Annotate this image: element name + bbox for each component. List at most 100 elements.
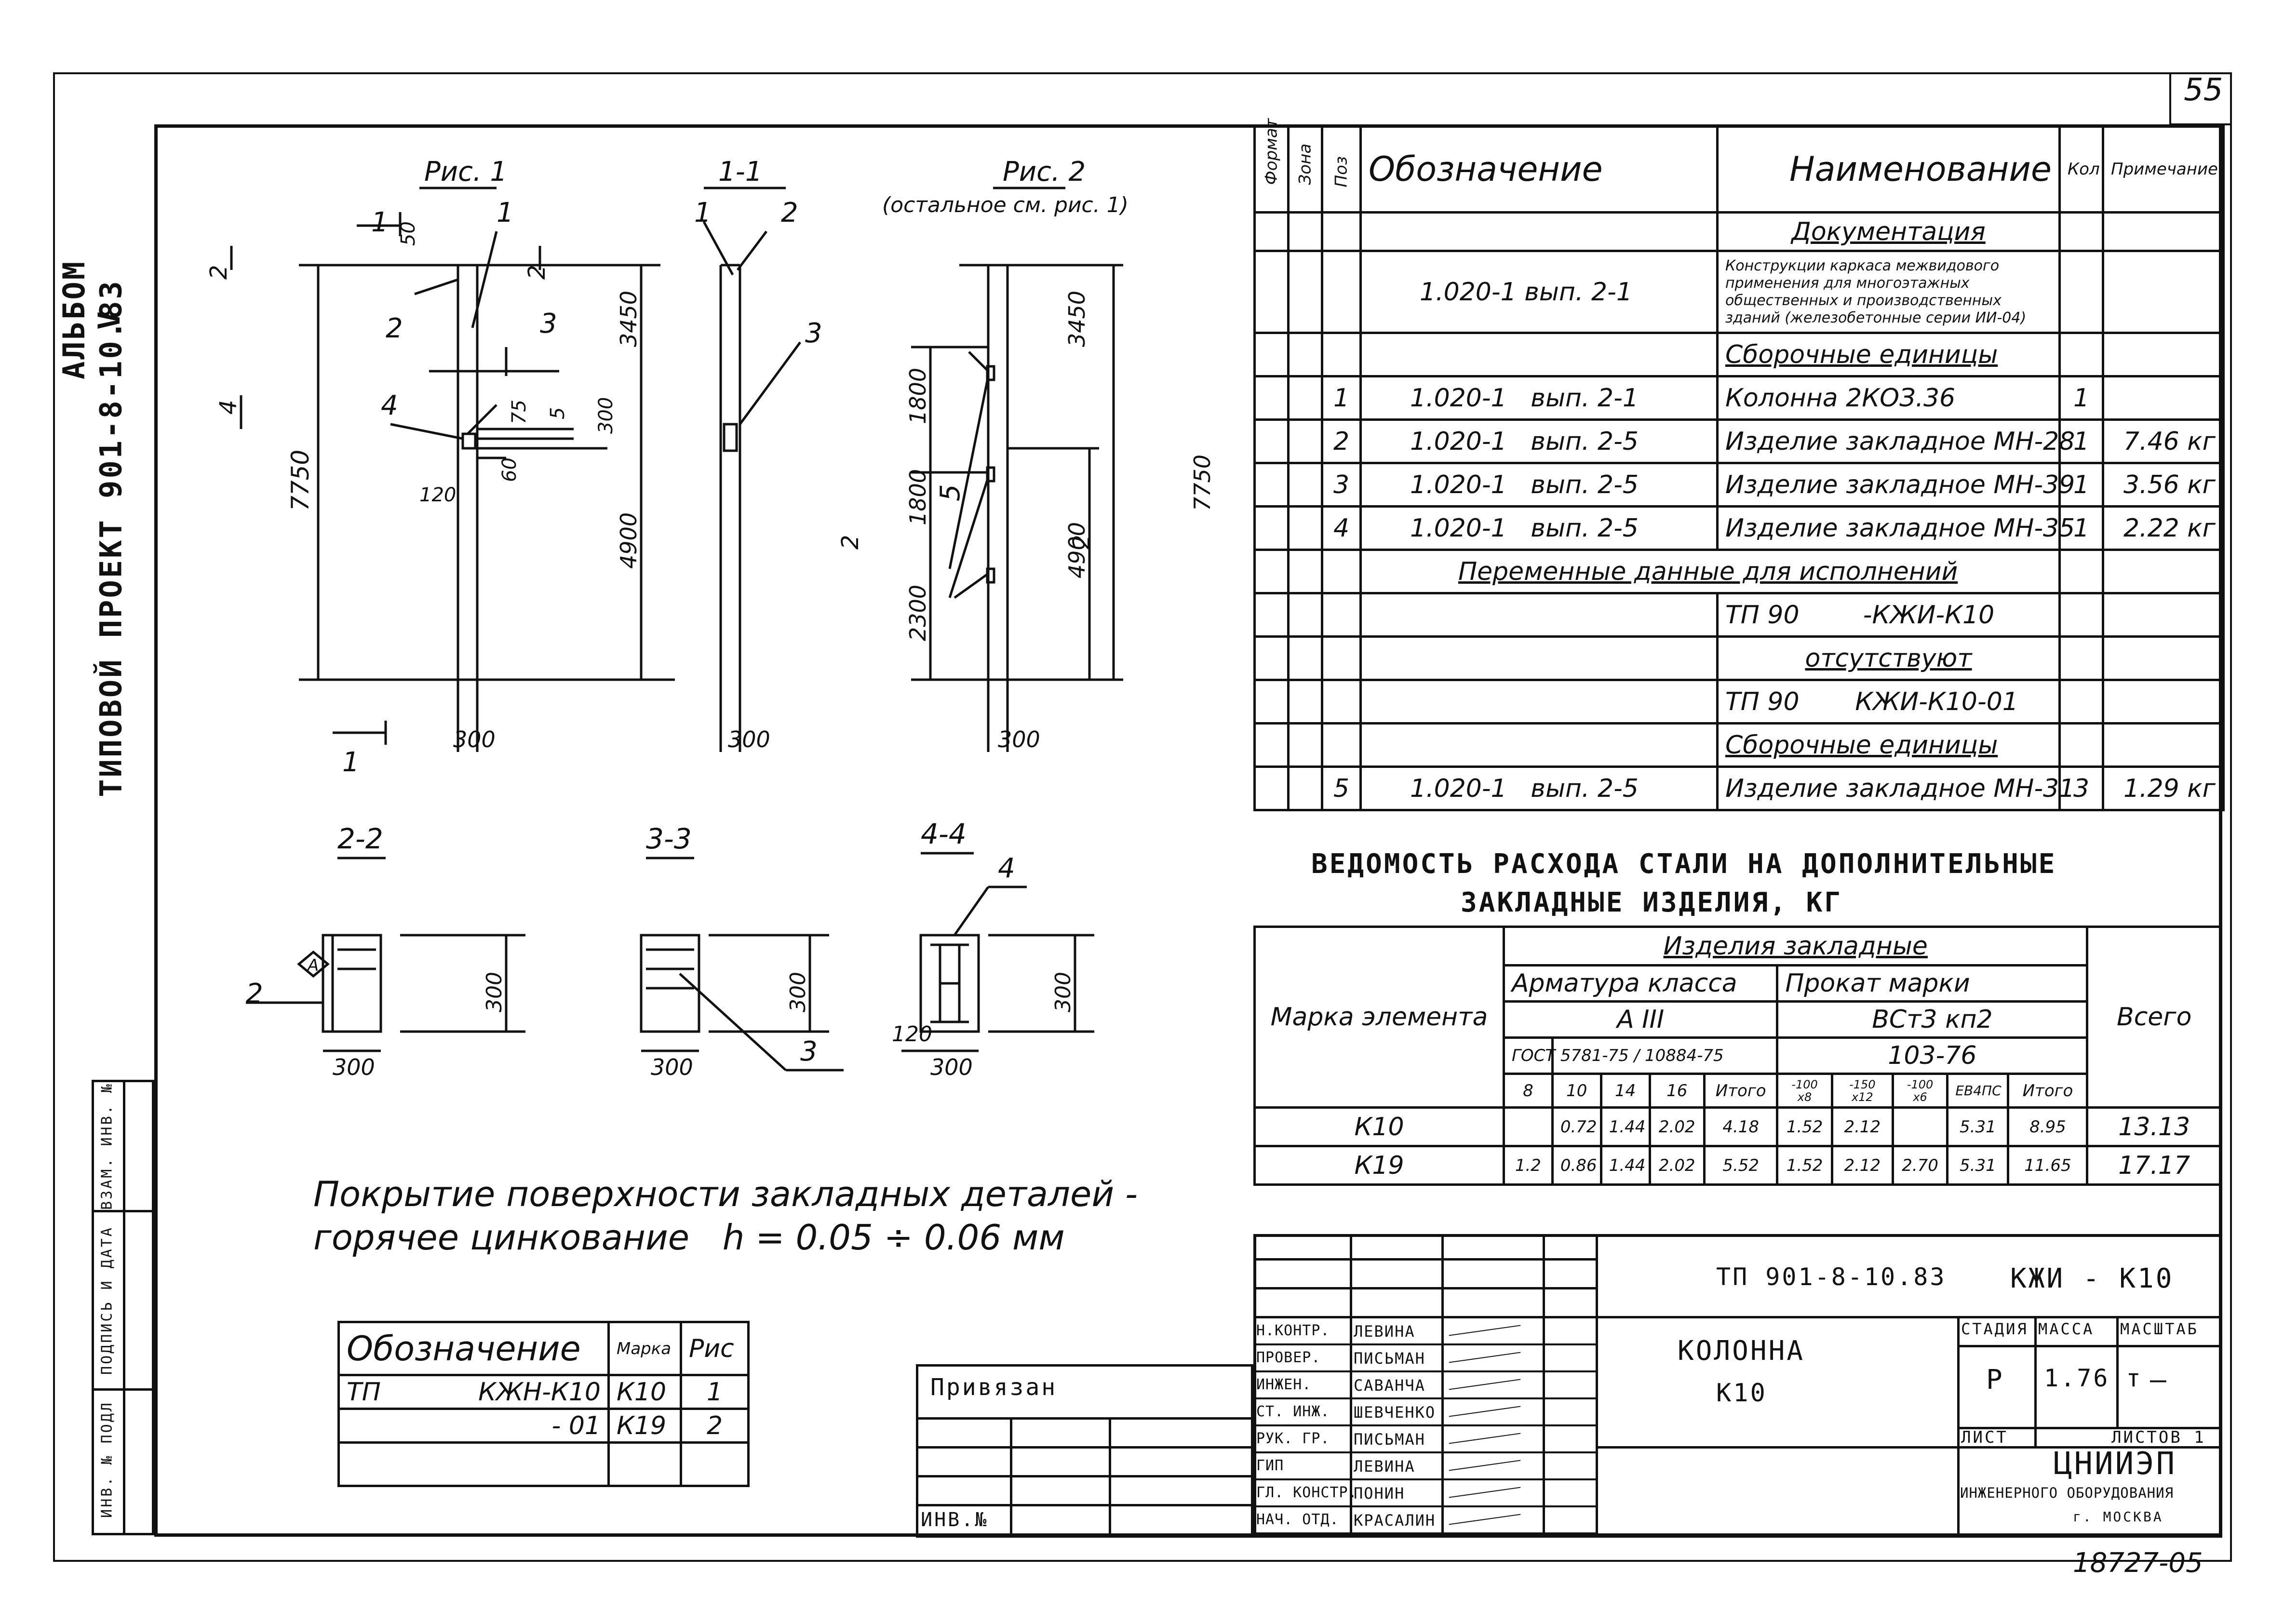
variants-header-designation: Обозначение (337, 1321, 610, 1376)
spec-row-qty: 1 (2058, 462, 2104, 508)
dim-120-sec44: 120 (892, 1022, 932, 1047)
spec-header-zone: Зона (1287, 124, 1323, 214)
spec-row-name: Изделие закладное МН-35 (1716, 505, 2075, 551)
left-strip-h1 (92, 1210, 154, 1212)
callout-2-sec22: 2 (246, 978, 263, 1009)
spec-header-name: Наименование (1716, 124, 2061, 214)
title-block (1253, 1234, 2222, 1538)
section-mark-1-top: 1 (371, 207, 389, 238)
steel-header-gost: ГОСТ (1502, 1036, 1555, 1075)
spec-row-name: Изделие закладное МН-28 (1716, 418, 2075, 464)
variants-row-mark: К19 (607, 1408, 682, 1444)
tb-element-mark: К10 (1716, 1379, 1767, 1408)
tb-person-role: ГЛ. КОНСТР. (1256, 1484, 1357, 1501)
dim-300-sec22-w: 300 (333, 1054, 375, 1080)
tb-person-role: ГИП (1256, 1457, 1284, 1474)
spec-row-designation: 1.020-1 вып. 2-5 (1359, 505, 1719, 551)
tb-sheets-label: ЛИСТОВ 1 (2111, 1428, 2206, 1447)
binding-h4 (916, 1504, 1253, 1506)
steel-col-header: -150 х12 (1830, 1073, 1894, 1109)
dim-75-fig1: 75 (508, 400, 530, 424)
tb-v-name (1441, 1234, 1444, 1538)
spec-row-section: Сборочные единицы (1716, 332, 2061, 377)
tb-mass-label: МАССА (2038, 1320, 2095, 1338)
tb-series: КЖИ - К10 (2010, 1263, 2174, 1294)
dim-60-fig1: 60 (498, 457, 521, 482)
variants-row-code: - 01 (337, 1408, 610, 1444)
tb-v-role (1350, 1234, 1352, 1538)
steel-col-header: -100 х6 (1891, 1073, 1949, 1109)
dim-7750-fig1: 7750 (286, 450, 314, 511)
section-mark-2-fig2-right: 2 (1068, 535, 1095, 550)
tb-person-name: ПИСЬМАН (1354, 1430, 1425, 1449)
steel-cell: 2.02 (1648, 1106, 1706, 1147)
tb-person-name: ПИСЬМАН (1354, 1349, 1425, 1368)
section-1-1-title: 1-1 (718, 156, 762, 188)
steel-header-vst: ВСт3 кп2 (1776, 1000, 2089, 1039)
steel-header-total: Всего (2086, 926, 2222, 1109)
steel-col-header: 8 (1502, 1073, 1554, 1109)
tb-person-role: ПРОВЕР. (1256, 1349, 1321, 1366)
callout-4-sec44: 4 (998, 853, 1015, 884)
tb-person-role: Н.КОНТР. (1256, 1322, 1330, 1339)
spec-row-pos: 1 (1321, 375, 1362, 421)
spec-header-note: Примечание (2102, 124, 2225, 214)
dim-120-fig1: 120 (419, 484, 456, 506)
steel-row-total: 13.13 (2086, 1106, 2222, 1147)
spec-header-designation: Обозначение (1359, 124, 1719, 214)
tb-scale: — (2150, 1364, 2168, 1396)
spec-row-section: отсутствуют (1716, 635, 2061, 681)
spec-row-designation: 1.020-1 вып. 2-5 (1359, 462, 1719, 508)
tb-person-row: Н.КОНТР.ЛЕВИНА (1253, 1318, 1596, 1345)
left-strip-label-2: ПОДПИСЬ И ДАТА (98, 1226, 116, 1375)
tb-person-name: ШЕВЧЕНКО (1354, 1403, 1436, 1422)
tb-org-sub: ИНЖЕНЕРНОГО ОБОРУДОВАНИЯ (1960, 1485, 2174, 1501)
fig1-title: Рис. 1 (424, 156, 507, 188)
tb-v-date (1596, 1234, 1598, 1538)
steel-cell: 1.2 (1502, 1145, 1554, 1186)
steel-table: Марка элемента Изделия закладные Всего А… (1253, 926, 2222, 1186)
steel-col-header: Итого (2007, 1073, 2089, 1109)
tb-person-name: КРАСАЛИН (1354, 1511, 1436, 1530)
spec-row-pos: 2 (1321, 418, 1362, 464)
tb-code: ТП 901-8-10.83 (1716, 1263, 1947, 1291)
callout-2-sec11: 2 (781, 197, 798, 228)
tb-person-signature (1449, 1352, 1521, 1363)
steel-col-header: Итого (1703, 1073, 1779, 1109)
steel-col-header: 10 (1551, 1073, 1602, 1109)
tb-person-name: САВАНЧА (1354, 1376, 1425, 1395)
binding-inv-label: ИНВ.№ (921, 1509, 989, 1531)
spec-row-name: Изделие закладное МН-39 (1716, 462, 2075, 508)
tb-person-signature (1449, 1460, 1521, 1471)
tb-h-top1 (1253, 1258, 1596, 1261)
spec-header-qty: Кол (2058, 124, 2104, 214)
spec-row-designation: 1.020-1 вып. 2-5 (1359, 418, 1719, 464)
spec-row-designation: 1.020-1 вып. 2-5 (1359, 765, 1719, 811)
steel-header-gost2: 103-76 (1776, 1036, 2089, 1075)
section-4-4-title: 4-4 (921, 818, 967, 850)
callout-4-fig1: 4 (381, 390, 398, 421)
steel-col-header: ЕВ4ПС (1946, 1073, 2010, 1109)
tb-person-row: ПРОВЕР. ПИСЬМАН (1253, 1345, 1596, 1372)
section-3-3-title: 3-3 (646, 822, 692, 855)
steel-cell: 0.86 (1551, 1145, 1602, 1186)
steel-cell: 8.95 (2007, 1106, 2089, 1147)
dim-2300-fig2: 2300 (905, 585, 931, 641)
spec-row-qty: 3 (2058, 765, 2104, 811)
spec-row-qty: 1 (2058, 375, 2104, 421)
binding-h1 (916, 1417, 1253, 1420)
steel-header-rolled: Прокат марки (1776, 964, 2089, 1003)
album-label: АЛЬБОМ V (56, 260, 127, 379)
dim-300-sec44-h: 300 (1051, 972, 1075, 1012)
tb-mass: 1.76 т (2044, 1364, 2143, 1392)
callout-3-sec11: 3 (805, 318, 822, 349)
section-2-2-title: 2-2 (337, 822, 383, 855)
tb-element-name: КОЛОННА (1678, 1335, 1805, 1367)
variants-row-mark: К10 (607, 1374, 682, 1410)
spec-row-name: Изделие закладное МН-31 (1716, 765, 2075, 811)
variants-row-prefix: ТП (347, 1377, 381, 1407)
spec-row-designation: 1.020-1 вып. 2-1 (1359, 250, 1719, 334)
dim-4300-fig2: 4900 (1064, 522, 1090, 578)
steel-cell (1502, 1106, 1554, 1147)
